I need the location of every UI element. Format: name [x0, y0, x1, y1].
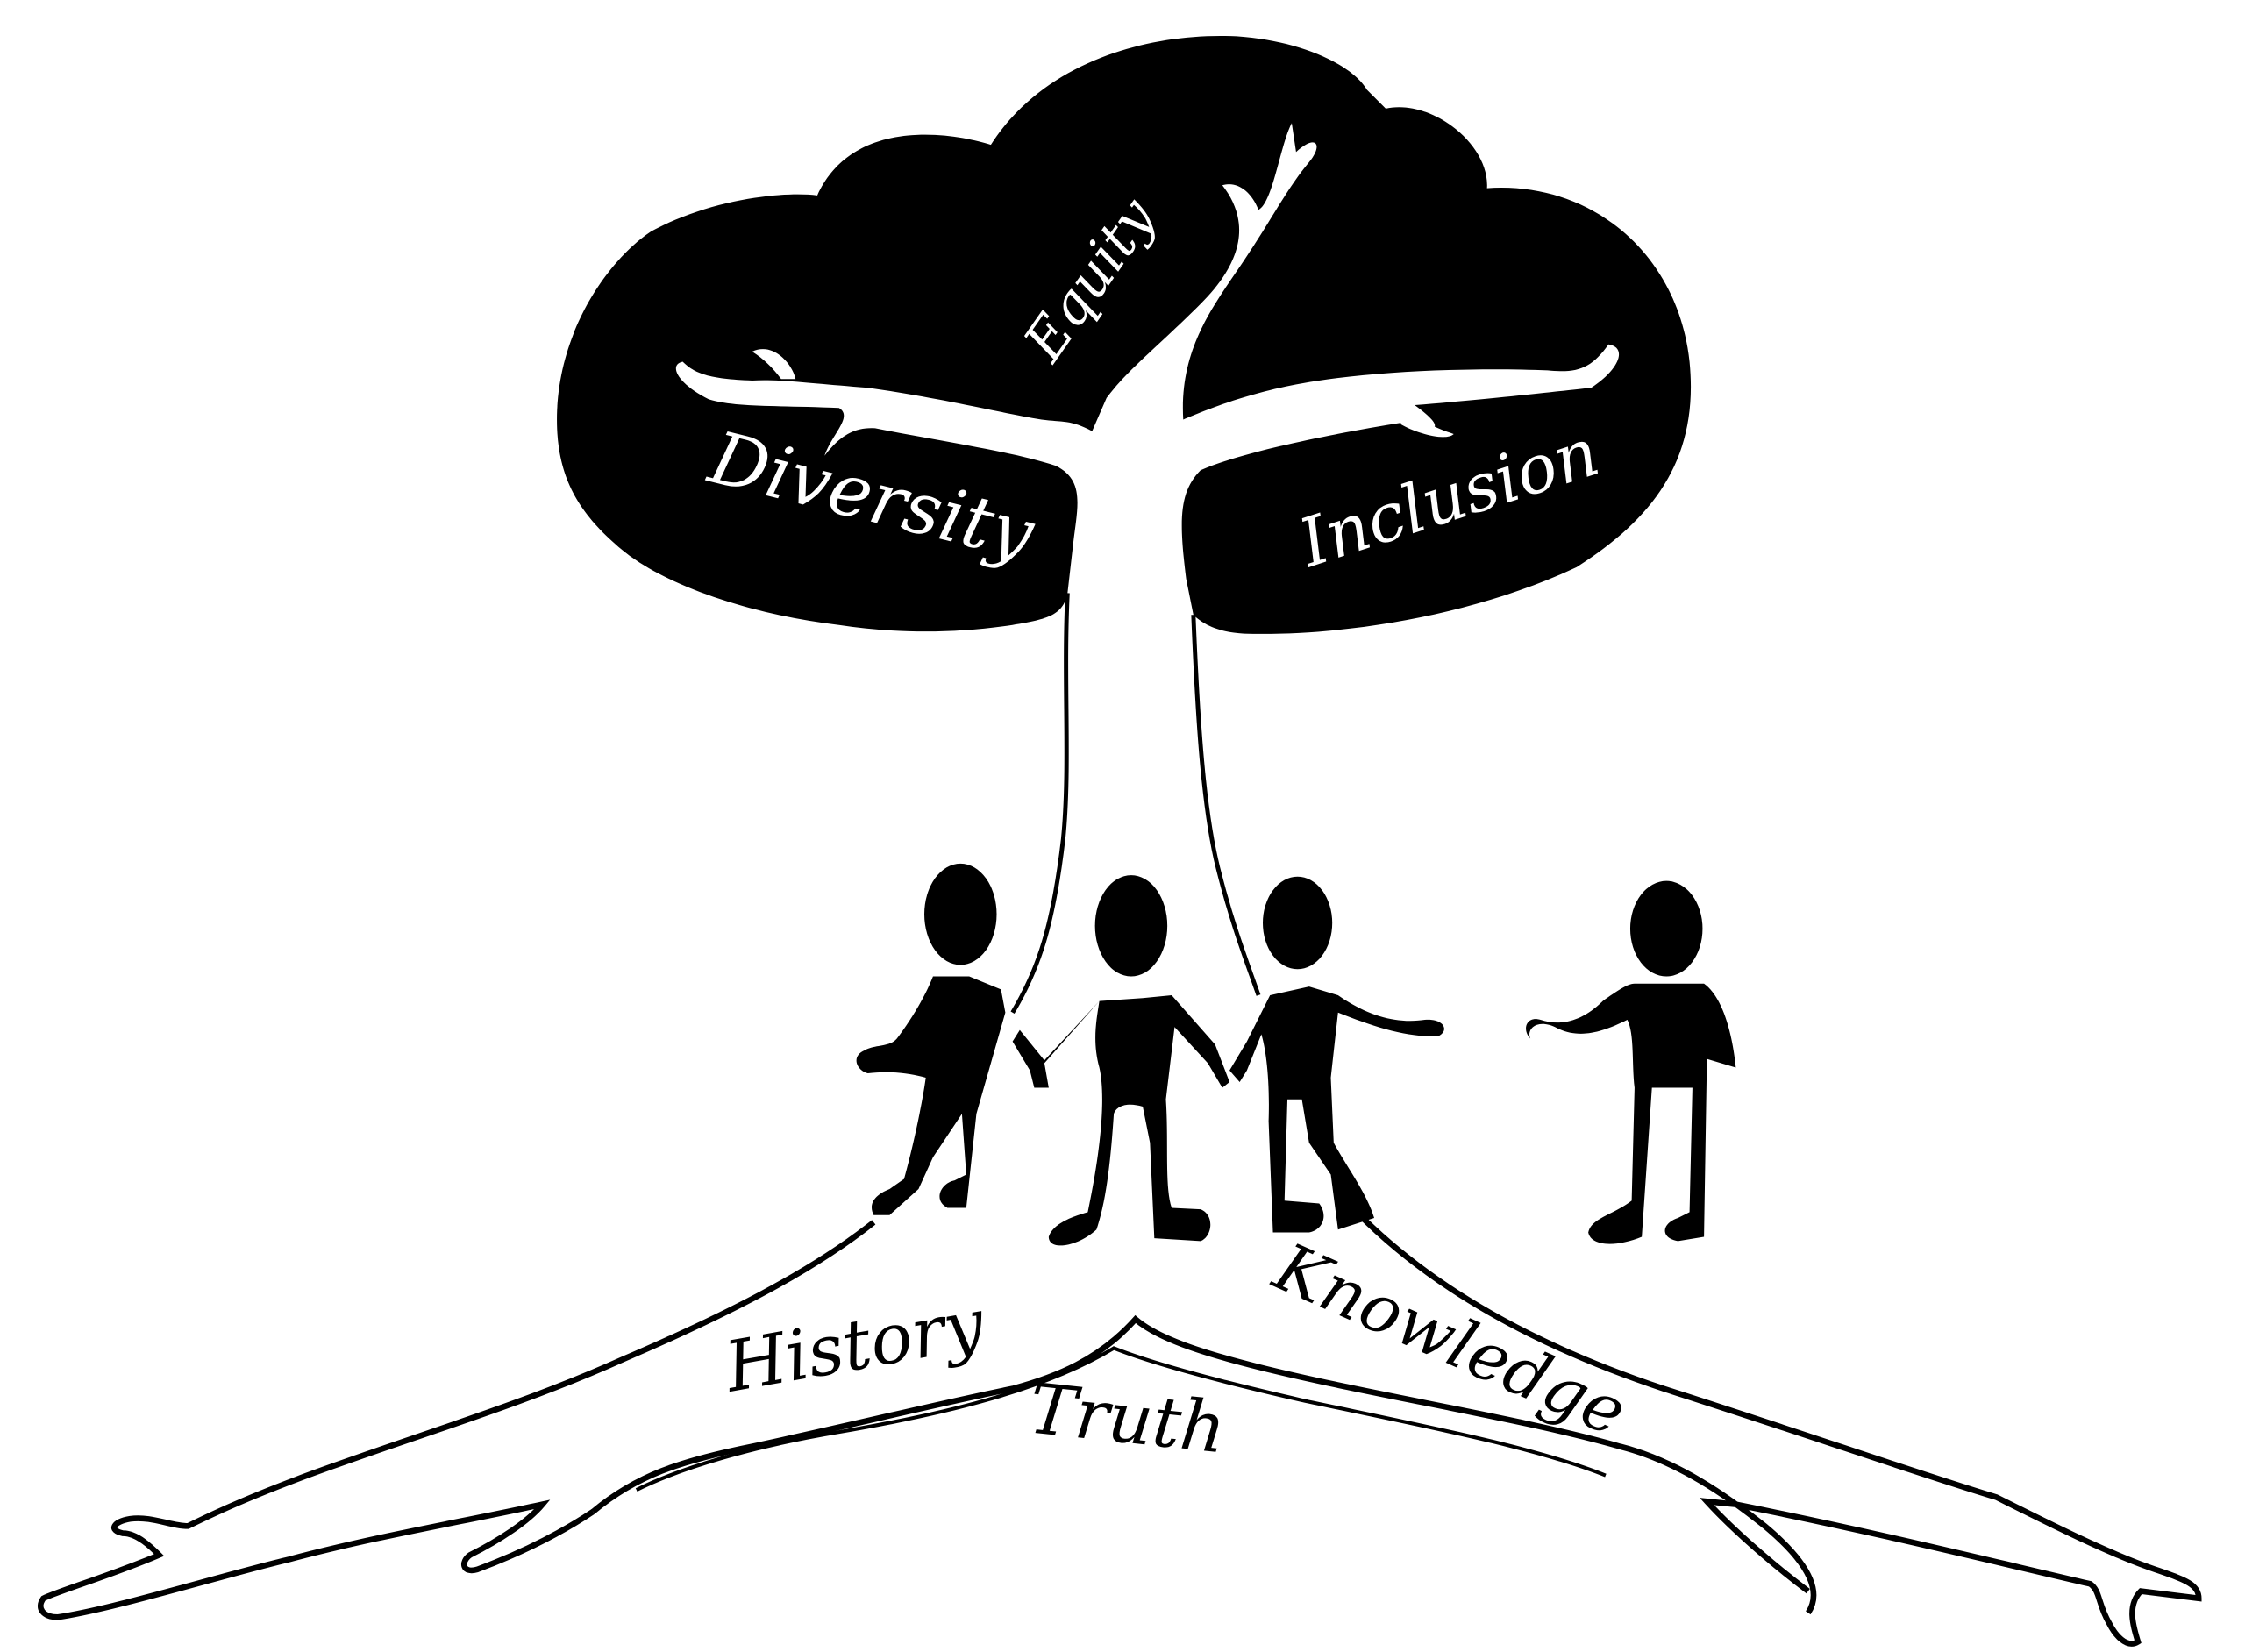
tree-canopy: [557, 35, 1692, 634]
tree-trunk-right-edge: [1191, 615, 1261, 996]
person-1-body: [856, 976, 1006, 1215]
word-history: History: [717, 1283, 991, 1408]
person-3: [1229, 876, 1444, 1233]
canopy-branch-right: [1400, 405, 1454, 438]
person-2-left-arm: [1012, 1000, 1100, 1088]
person-3-body: [1229, 986, 1444, 1233]
canopy-branch-left: [752, 349, 796, 380]
person-4-head: [1629, 880, 1703, 977]
tree-trunk-left-edge: [1010, 593, 1070, 1015]
person-1-head: [924, 863, 997, 965]
person-4: [1526, 880, 1736, 1244]
person-4-body: [1526, 983, 1736, 1244]
person-2: [1012, 875, 1230, 1246]
person-3-head: [1263, 876, 1333, 970]
root-middle-lower: [635, 1346, 1607, 1492]
person-2-body: [1048, 994, 1230, 1246]
person-2-head: [1094, 875, 1168, 977]
word-knowledge: Knowledge: [1262, 1228, 1637, 1451]
person-1: [856, 863, 1006, 1215]
root-right-outer: [1358, 1213, 2202, 1647]
word-truth: Truth: [1025, 1369, 1229, 1470]
root-middle-upper: [591, 1314, 1817, 1615]
root-left-outer: [37, 1220, 876, 1620]
